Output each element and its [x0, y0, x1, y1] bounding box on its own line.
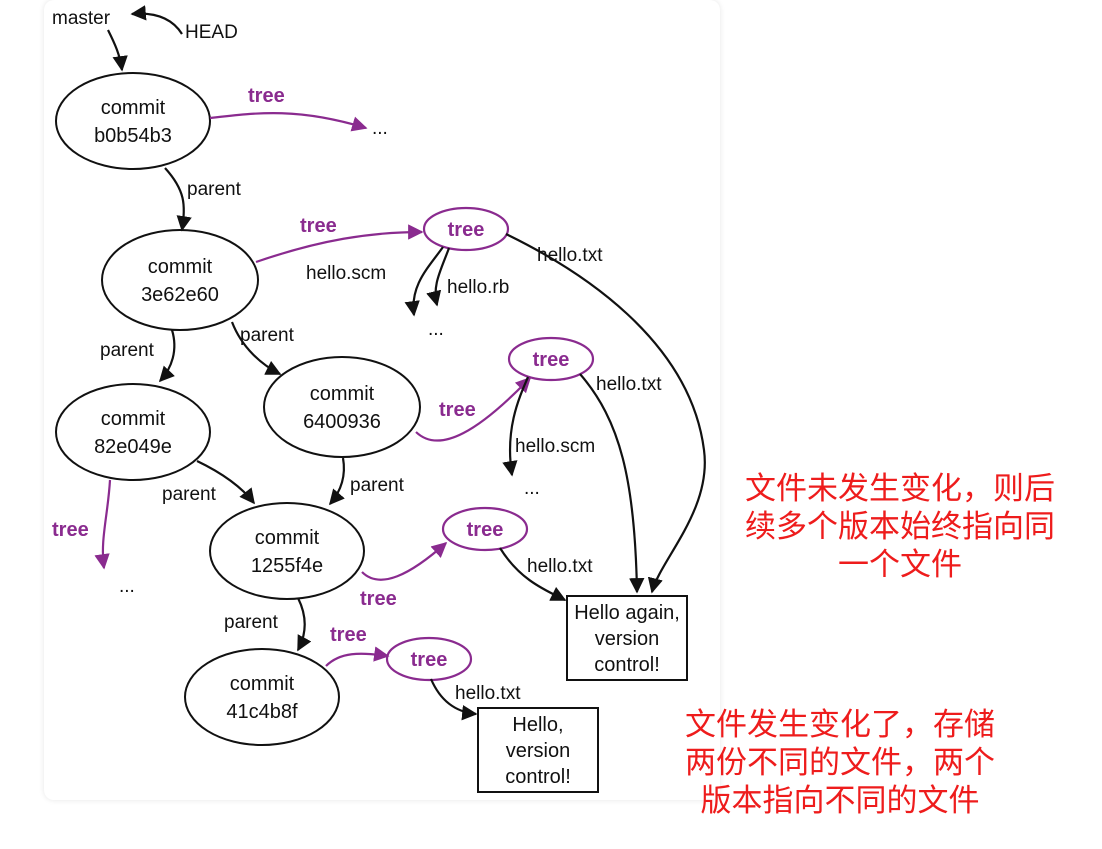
- commit-kind-label: commit: [255, 527, 320, 549]
- commit-node-6400936: commit 6400936: [263, 356, 421, 458]
- parent-edge-label: parent: [224, 612, 279, 633]
- parent-edge-label: parent: [350, 475, 405, 496]
- blob-hello-again: Hello again, version control!: [566, 595, 688, 681]
- tree-node-41c4b8f: tree: [385, 636, 473, 682]
- annotation-line: 文件未发生变化，则后: [745, 471, 1055, 507]
- blob-line: control!: [594, 654, 660, 676]
- tree-edge-1255f4e: [361, 541, 448, 581]
- tree-entry-label: hello.scm: [306, 263, 386, 284]
- tree-edge-b0b54b3: [209, 112, 368, 132]
- tree-node-label: tree: [411, 649, 448, 671]
- ellipsis-label: ...: [524, 478, 540, 499]
- parent-edge-82e049e: [196, 460, 255, 505]
- commit-hash-label: 3e62e60: [141, 284, 219, 306]
- blob-line: version: [595, 628, 659, 650]
- tree-edge-label: tree: [439, 399, 476, 421]
- tree-entry-label: hello.txt: [596, 374, 662, 395]
- blob-line: Hello,: [512, 714, 563, 736]
- tree-entry-label: hello.scm: [515, 436, 595, 457]
- head-ref-label: HEAD: [185, 22, 238, 43]
- tree-edge-82e049e: [94, 479, 112, 570]
- commit-hash-label: 82e049e: [94, 436, 172, 458]
- ellipsis-label: ...: [372, 118, 388, 139]
- blob-line: control!: [505, 766, 571, 788]
- tree-entry-label: hello.txt: [527, 556, 593, 577]
- tree-node-label: tree: [533, 349, 570, 371]
- commit-node-1255f4e: commit 1255f4e: [209, 502, 365, 600]
- commit-node-b0b54b3: commit b0b54b3: [55, 72, 211, 170]
- head-to-master-edge: [130, 5, 183, 35]
- commit-kind-label: commit: [148, 256, 213, 278]
- tree-entry-hello-txt-2: [579, 373, 645, 594]
- commit-kind-label: commit: [101, 408, 166, 430]
- parent-edge-3e62e60-b: [230, 321, 282, 375]
- commit-kind-label: commit: [101, 97, 166, 119]
- commit-node-3e62e60: commit 3e62e60: [101, 229, 259, 331]
- tree-edge-3e62e60: [255, 224, 424, 264]
- parent-edge-1255f4e: [297, 597, 312, 652]
- tree-entry-hello-txt-3: [499, 547, 567, 601]
- blob-line: Hello again,: [574, 602, 680, 624]
- ellipsis-label: ...: [428, 319, 444, 340]
- blob-hello: Hello, version control!: [477, 707, 599, 793]
- tree-entry-label: hello.rb: [447, 277, 509, 298]
- master-ref-label: master: [52, 8, 111, 29]
- master-to-commit-edge: [107, 29, 128, 72]
- commit-node-82e049e: commit 82e049e: [55, 383, 211, 481]
- annotation-line: 续多个版本始终指向同: [745, 509, 1055, 545]
- tree-entry-hello-rb: [426, 247, 451, 307]
- blob-line: version: [506, 740, 570, 762]
- commit-hash-label: 6400936: [303, 411, 381, 433]
- tree-edge-label: tree: [248, 85, 285, 107]
- parent-edge-label: parent: [162, 484, 217, 505]
- tree-entry-hello-txt-4: [429, 678, 478, 721]
- annotation-unchanged-file: 文件未发生变化，则后 续多个版本始终指向同 一个文件: [710, 470, 1090, 584]
- tree-entry-hello-txt-long: [505, 233, 706, 594]
- tree-edge-label: tree: [330, 624, 367, 646]
- parent-edge-label: parent: [187, 179, 242, 200]
- tree-edge-41c4b8f: [325, 646, 390, 667]
- commit-hash-label: 41c4b8f: [226, 701, 298, 723]
- tree-node-3e62e60: tree: [422, 206, 510, 252]
- ellipsis-label: ...: [119, 576, 135, 597]
- annotation-line: 版本指向不同的文件: [700, 783, 980, 819]
- tree-node-1255f4e: tree: [441, 506, 529, 552]
- parent-edge-b0b54b3: [164, 167, 192, 232]
- tree-edge-label: tree: [360, 588, 397, 610]
- parent-edge-6400936: [328, 457, 346, 506]
- parent-edge-3e62e60-a: [158, 329, 176, 383]
- annotation-line: 一个文件: [838, 547, 962, 583]
- tree-node-label: tree: [448, 219, 485, 241]
- tree-edge-6400936: [415, 376, 532, 442]
- commit-hash-label: 1255f4e: [251, 555, 323, 577]
- tree-edge-label: tree: [52, 519, 89, 541]
- parent-edge-label: parent: [100, 340, 155, 361]
- annotation-line: 文件发生变化了，存储: [685, 707, 995, 743]
- commit-node-41c4b8f: commit 41c4b8f: [184, 648, 340, 746]
- commit-kind-label: commit: [230, 673, 295, 695]
- annotation-changed-file: 文件发生变化了，存储 两份不同的文件，两个 版本指向不同的文件: [640, 706, 1040, 820]
- annotation-line: 两份不同的文件，两个: [685, 745, 995, 781]
- tree-edge-label: tree: [300, 215, 337, 237]
- tree-entry-hello-scm-2: [502, 376, 530, 477]
- parent-edge-label: parent: [240, 325, 295, 346]
- commit-kind-label: commit: [310, 383, 375, 405]
- tree-entry-label: hello.txt: [537, 245, 603, 266]
- tree-node-label: tree: [467, 519, 504, 541]
- commit-hash-label: b0b54b3: [94, 125, 172, 147]
- tree-entry-hello-scm: [404, 246, 444, 317]
- tree-node-6400936: tree: [507, 336, 595, 382]
- tree-entry-label: hello.txt: [455, 683, 521, 704]
